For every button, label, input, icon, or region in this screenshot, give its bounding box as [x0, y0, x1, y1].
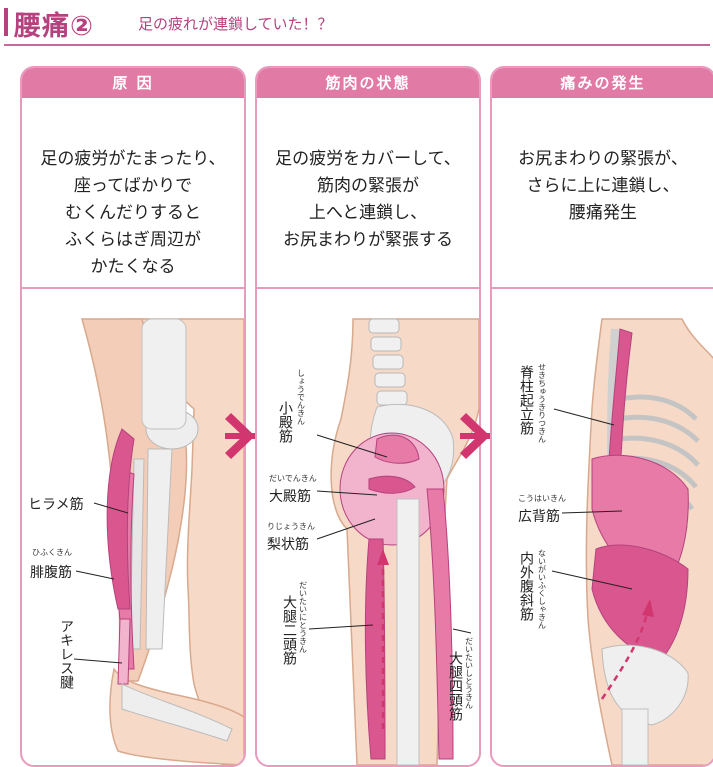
leader-line — [75, 570, 115, 580]
panel-tab-muscle-state: 筋肉の状態 — [257, 68, 479, 98]
title-accent-bar — [4, 8, 8, 36]
femur-bone — [396, 498, 420, 765]
label-kohai: 広背筋 — [518, 508, 560, 525]
panel-description: 足の疲労がたまったり、 座ってばかりで むくんだりすると ふくらはぎ周辺が かた… — [22, 98, 244, 286]
ruby-kohai: こうはいきん — [518, 494, 566, 503]
ruby-shito: だいたいしとうきん — [465, 637, 474, 709]
pelvis-bone — [601, 644, 689, 726]
label-naigai: 内外腹斜筋 — [518, 551, 534, 622]
leader-line — [73, 658, 123, 664]
ruby-rijo: りじょうきん — [267, 522, 315, 531]
label-hifuku: 腓腹筋 — [30, 564, 72, 581]
leader-line — [316, 518, 376, 540]
page-title: 腰痛② — [14, 11, 94, 42]
label-nito: 大腿二頭筋 — [281, 595, 297, 666]
leader-line — [316, 490, 378, 496]
panel-muscle-state: 筋肉の状態 足の疲労をカバーして、 筋肉の緊張が 上へと連鎖し、 お尻まわりが緊… — [255, 66, 481, 767]
label-rijo: 梨状筋 — [267, 536, 309, 553]
desc-line: 座ってばかりで — [73, 176, 193, 196]
torso-illustration: せきちゅうきりつきん 脊柱起立筋 こうはいきん 広背筋 ないがいふくしゃきん 内… — [492, 289, 713, 765]
panel-description: 足の疲労をカバーして、 筋肉の緊張が 上へと連鎖し、 お尻まわりが緊張する — [257, 98, 479, 286]
chevron-right-icon — [460, 413, 492, 459]
leg-illustration: ヒラメ筋 ひふくきん 腓腹筋 アキレス腱 — [22, 289, 244, 765]
leader-line — [93, 502, 129, 514]
hip-illustration: しょうでんきん 小殿筋 だいでんきん 大殿筋 りじょうきん 梨状筋 だいたいにと… — [257, 289, 479, 765]
desc-line: さらに上に連鎖し、 — [526, 176, 680, 196]
gastrocnemius-muscle — [106, 428, 135, 610]
upward-chain-arrowhead — [377, 549, 389, 565]
leader-line — [452, 628, 472, 634]
ruby-daiden: だいでんきん — [269, 474, 317, 483]
ruby-nito: だいたいにとうきん — [299, 581, 308, 653]
panel-tab-pain-onset: 痛みの発生 — [492, 68, 713, 98]
ruby-sekichu: せきちゅうきりつきん — [538, 363, 547, 443]
desc-line: むくんだりすると — [65, 203, 201, 223]
desc-line: 筋肉の緊張が — [317, 176, 419, 196]
upward-chain-arrow — [600, 608, 650, 700]
leader-line — [561, 510, 623, 514]
torso-svg: せきちゅうきりつきん 脊柱起立筋 こうはいきん 広背筋 ないがいふくしゃきん 内… — [518, 318, 713, 765]
leader-line — [553, 408, 615, 426]
desc-line: 足の疲労をカバーして、 — [275, 149, 461, 169]
panel-divider — [492, 287, 713, 289]
ruby-hifuku: ひふくきん — [32, 548, 72, 557]
piriformis-muscle — [368, 475, 416, 494]
panel-tab-cause: 原 因 — [22, 68, 244, 98]
ruby-shoden: しょうでんきん — [297, 369, 306, 425]
panel-pain-onset: 痛みの発生 お尻まわりの緊張が、 さらに上に連鎖し、 腰痛発生 — [490, 66, 713, 767]
page-subtitle: 足の疲れが連鎖していた！？ — [138, 15, 333, 33]
leg-svg: ヒラメ筋 ひふくきん 腓腹筋 アキレス腱 — [28, 318, 244, 765]
desc-line: かたくなる — [90, 257, 176, 277]
panel-description: お尻まわりの緊張が、 さらに上に連鎖し、 腰痛発生 — [492, 98, 713, 286]
quadriceps-muscle — [426, 488, 454, 760]
label-shito: 大腿四頭筋 — [447, 651, 463, 722]
desc-line: お尻まわりの緊張が、 — [518, 149, 688, 169]
desc-line: お尻まわりが緊張する — [283, 230, 453, 250]
label-sekichu: 脊柱起立筋 — [518, 365, 534, 436]
leader-line — [316, 434, 388, 458]
panel-cause: 原 因 足の疲労がたまったり、 座ってばかりで むくんだりすると ふくらはぎ周辺… — [20, 66, 246, 767]
label-achilles: アキレス腱 — [58, 619, 74, 690]
achilles-tendon — [117, 618, 131, 685]
label-daiden: 大殿筋 — [269, 488, 311, 505]
label-achilles-text: アキレス腱 — [58, 619, 74, 690]
femur-bone — [141, 318, 187, 430]
chevron-right-icon — [225, 413, 259, 459]
desc-line: 上へと連鎖し、 — [308, 203, 428, 223]
obliques-muscle — [591, 544, 689, 660]
header-rule — [4, 44, 710, 46]
femur-bone — [621, 708, 649, 765]
panel-divider — [257, 287, 479, 289]
upward-chain-arrowhead — [642, 599, 654, 617]
label-shoden: 小殿筋 — [277, 401, 293, 444]
page-header: 腰痛② 足の疲れが連鎖していた！？ — [0, 0, 713, 46]
tibia-bone — [145, 448, 173, 650]
ruby-naigai: ないがいふくしゃきん — [538, 549, 547, 629]
hip-svg: しょうでんきん 小殿筋 だいでんきん 大殿筋 りじょうきん 梨状筋 だいたいにと… — [267, 318, 479, 765]
leader-line — [551, 570, 633, 590]
foot-bones — [121, 683, 233, 742]
desc-line: 足の疲労がたまったり、 — [40, 149, 226, 169]
desc-line: 腰痛発生 — [569, 203, 637, 223]
panel-divider — [22, 287, 244, 289]
label-hirame: ヒラメ筋 — [28, 496, 84, 513]
desc-line: ふくらはぎ周辺が — [65, 230, 201, 250]
spine-bones — [368, 318, 408, 406]
leader-line — [308, 624, 374, 630]
